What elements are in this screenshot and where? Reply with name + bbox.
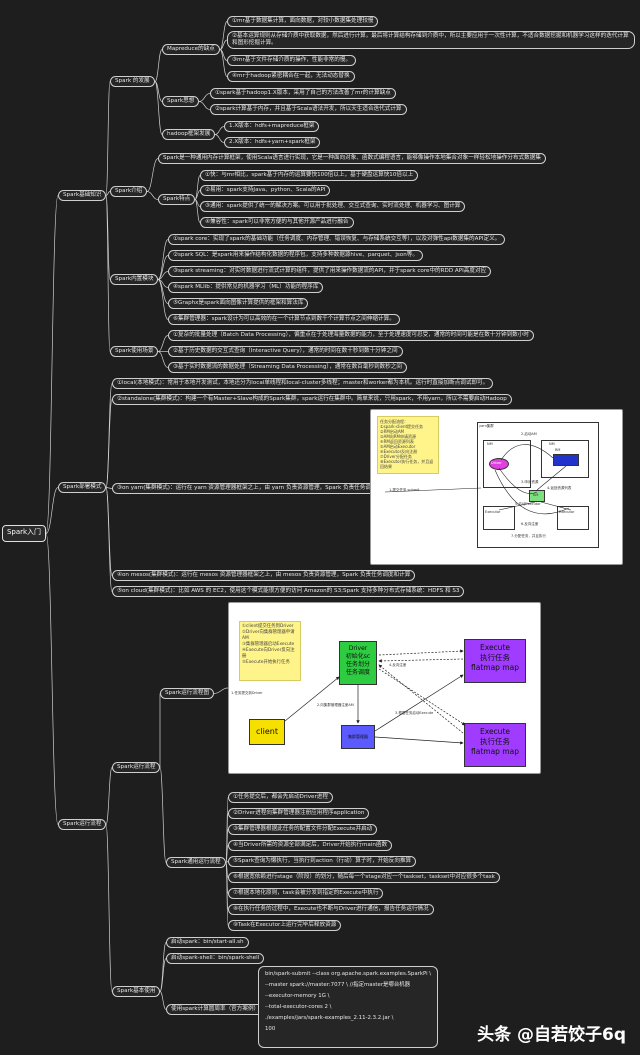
cluster-manager-node: 集群管理器 (341, 725, 375, 749)
module-item-6[interactable]: ⑥集群管理器：spark设计为可以高效的在一个计算节点到数千个计算节点之间伸缩计… (168, 314, 400, 325)
yarn-submit-label: 1.提交任务 submit (389, 488, 420, 492)
module-item-4[interactable]: ④spark MLlib：提供常见的机器学习（ML）功能的程序库 (168, 282, 324, 293)
executor-node-1: Execute 执行任务 flatmap map (464, 639, 526, 683)
intro-desc[interactable]: Spark是一种通用内存计算框架，使用Scala语言进行实现，它是一种面向对象、… (158, 153, 546, 164)
yarn-driver-label: Driver (491, 461, 502, 465)
yarn-executor-label-1: Executor (485, 510, 501, 514)
scenario-item-2[interactable]: ②基于历史数据的交互式查询（Interactive Query），通常的时间在数… (168, 346, 403, 357)
code-line-4: --total-executor-cores 2 \ (265, 1004, 332, 1010)
yarn-step-6: 6.反向注册 (521, 522, 539, 526)
deploy-standalone[interactable]: ②standalone(集群模式)：构建一个有Master+Slave构成的Sp… (112, 394, 512, 405)
general-item-9[interactable]: ⑨Task在Executor上运行完毕后释放资源 (228, 920, 342, 931)
node-spark-scenarios[interactable]: Spark使用场景 (110, 346, 159, 357)
module-item-2[interactable]: ②spark SQL：是spark用来操作结构化数据的程序包，支持多种数据源hi… (168, 250, 423, 261)
yarn-rm-label: RM (555, 448, 561, 452)
code-line-1: bin/spark-submit --class org.apache.spar… (265, 971, 432, 977)
deploy-yarn[interactable]: ③on yarn(集群模式)：运行在 yarn 资源管理器框架之上，由 yarn… (112, 483, 399, 494)
general-item-1[interactable]: ①任务提交后，都会先启动Driver进程 (228, 792, 333, 803)
general-item-5[interactable]: ⑤Spark查询为懒执行，当执行到action（行动）算子时，开始反向推算 (228, 856, 417, 867)
edge-label-3: 3.根据任务启动Execute (395, 711, 434, 715)
feature-item-1[interactable]: ①快：与mr相比，spark基于内存的运算要快100倍以上，基于硬盘运算快10倍… (200, 170, 419, 181)
node-basic-usage[interactable]: Spark基本使用 (112, 986, 161, 997)
general-item-8[interactable]: ⑧在执行任务的过程中，Execute也不断与Driver进行通信，报告任务运行情… (228, 904, 434, 915)
edge-label-4: 4.反向注册 (389, 663, 407, 667)
deploy-local[interactable]: ①local(本地模式)：常用于本地开发测试，本地还分为local单线程和loc… (112, 378, 494, 389)
mr-item-4[interactable]: ④mr于hadoop紧密耦合在一起，无法动态替换 (227, 71, 355, 82)
code-line-5: ./examples/jars/spark-examples_2.11-2.3.… (265, 1015, 394, 1021)
run-flow-sticky-note: ①client提交任务到Driver ②Driver向集群管理器申请AM ③集群… (239, 621, 301, 681)
yarn-step-2: 2.启动AM (521, 432, 537, 436)
yarn-sticky-note: 任务分配流程： ①spark-client提交任务 ②RM启动AM ③AM向RM… (377, 416, 439, 474)
hadoop-item-2[interactable]: 2.X版本：hdfs+yarn+spark框架 (224, 137, 321, 148)
mr-item-2[interactable]: ②基本运算规则从存储介质中获取数据，然后进行计算，最后将计算结构存储到介质中，所… (227, 31, 635, 49)
yarn-step-4: 4.返回资源列表 (547, 486, 572, 490)
deploy-mesos[interactable]: ④on mesos(集群模式)：运行在 mesos 资源管理器框架之上，由 me… (112, 570, 416, 581)
yarn-cluster-label: yarn集群 (479, 424, 494, 428)
yarn-executor-box-2 (557, 506, 589, 530)
feature-item-4[interactable]: ④兼容性：spark可以非常方便的与其他开源产品进行融合 (200, 217, 354, 228)
branch-spark-flow[interactable]: Spark运行流程 (58, 819, 107, 830)
node-general-flow[interactable]: Spark通用运行流程 (166, 857, 226, 868)
run-flow-panel: ①client提交任务到Driver ②Driver向集群管理器申请AM ③集群… (228, 602, 541, 774)
scenario-item-1[interactable]: ①复杂的批量处理（Batch Data Processing），偏重点在于处理海… (168, 330, 534, 341)
node-run-flow[interactable]: Spark运行流程 (112, 762, 161, 773)
module-item-5[interactable]: ⑤Graphx是spark面向图像计算提供的框架和算法库 (168, 298, 309, 309)
driver-node: Driver 初始化sc 任务划分 任务调度 (339, 641, 377, 685)
feature-item-3[interactable]: ③通用：spark提供了统一的解决方案。可以用于批处理、交互式查询、实时流处理、… (200, 201, 466, 212)
scenario-item-3[interactable]: ③基于实时数据流的数据处理（Streaming Data Processing）… (168, 362, 407, 373)
branch-spark-basics[interactable]: Spark基础知识 (58, 190, 107, 201)
general-item-4[interactable]: ④当Driver所需的资源全部满足后，Driver开始执行main函数 (228, 840, 393, 851)
node-hadoop-dev[interactable]: hadoop框架发展 (162, 129, 216, 140)
yarn-step-5: 5.启动Executor (515, 502, 541, 506)
node-spark-history[interactable]: Spark 的发展 (110, 76, 155, 87)
run-flow-arrows (284, 649, 466, 745)
node-spark-modules[interactable]: Spark内置模块 (110, 274, 159, 285)
spark-pi-code-block[interactable]: bin/spark-submit --class org.apache.spar… (258, 966, 438, 1048)
module-item-3[interactable]: ③spark streaming：对实时数据进行流式计算的组件，提供了用来操作数… (168, 266, 492, 277)
hadoop-item-1[interactable]: 1.X版本：hdfs+mapreduce框架 (224, 121, 320, 132)
node-spark-intro[interactable]: Spark介绍 (110, 186, 148, 197)
feature-item-2[interactable]: ②易用：spark支持Java、python、Scala的API (200, 185, 331, 196)
edge-label-2: 2.向集群管理器注册AM (317, 703, 354, 707)
code-line-3: --executor-memory 1G \ (265, 993, 330, 999)
thought-item-1[interactable]: ①spark基于hadoop1.X版本，采用了自己的方法改善了mr的计算缺点 (210, 88, 396, 99)
yarn-step-3: 3.申请资源 (521, 480, 539, 484)
yarn-step-7: 7.分配任务，并且执行 (511, 534, 546, 538)
general-item-3[interactable]: ③集群管理器根据此任务的配置文件分配Execute并启动 (228, 824, 378, 835)
general-item-7[interactable]: ⑦根据本地化原则，task会被分发到指定的Execute中执行 (228, 888, 384, 899)
yarn-am-node (529, 490, 545, 502)
node-spark-features[interactable]: Spark特点 (158, 194, 196, 205)
yarn-am-label: AM (533, 493, 539, 497)
deploy-cloud[interactable]: ⑤on cloud(集群模式)：比如 AWS 的 EC2，使用这个模式能很方便的… (112, 586, 465, 597)
usage-shell[interactable]: 启动spark-shell：bin/spark-shell (166, 953, 265, 964)
yarn-diagram-panel: 任务分配流程： ①spark-client提交任务 ②RM启动AM ③AM向RM… (370, 409, 623, 565)
nm-label-2: NM (549, 442, 555, 446)
yarn-rm-node (553, 454, 579, 466)
node-run-flow-diagram[interactable]: Spark运行流程图 (160, 688, 215, 699)
general-item-2[interactable]: ②Driver进程向集群管理器注册应用程序application (228, 808, 370, 819)
yarn-executor-label-2: Executor (559, 510, 575, 514)
node-spark-thought[interactable]: Spark思想 (162, 96, 200, 107)
mr-item-1[interactable]: ①mr基于数据集计算，面向数据，对较小数据集处理较慢 (227, 16, 379, 27)
module-item-1[interactable]: ①spark core：实现了spark的基础功能（任务调度、内存管理、错误恢复… (168, 234, 506, 245)
branch-spark-deploy[interactable]: Spark部署模式 (58, 482, 107, 493)
general-item-6[interactable]: ⑥根据宽依赖进行stage（阶段）的划分，随后每一个stage对应一个tasks… (228, 872, 500, 883)
client-node: client (249, 719, 285, 745)
code-line-2: --master spark://master:7077 \ //指定maste… (265, 982, 411, 988)
usage-start[interactable]: 启动spark：bin/start-all.sh (166, 937, 249, 948)
thought-item-2[interactable]: ②spark计算基于内存，并且基于Scala语法开发，所以天生适合迭代式计算 (210, 104, 407, 115)
code-line-6: 100 (265, 1026, 276, 1032)
watermark: 头条 @自若饺子6q (477, 1025, 626, 1045)
edge-label-1: 1.任务提交到Driver (231, 691, 263, 695)
yarn-arrows (384, 444, 572, 515)
node-mapreduce-cons[interactable]: Mapreduce的缺点 (162, 44, 220, 55)
mr-item-3[interactable]: ③mr基于文件存储介质的操作，性能非常的慢。 (227, 55, 357, 66)
executor-node-2: Execute 执行任务 flatmap map (464, 723, 526, 767)
nm-label-1: NM (487, 442, 493, 446)
yarn-driver-node (489, 458, 509, 470)
usage-example[interactable]: 使用spark计算圆周率（官方案例） (166, 1004, 265, 1015)
root-node[interactable]: Spark入门 (2, 525, 46, 542)
